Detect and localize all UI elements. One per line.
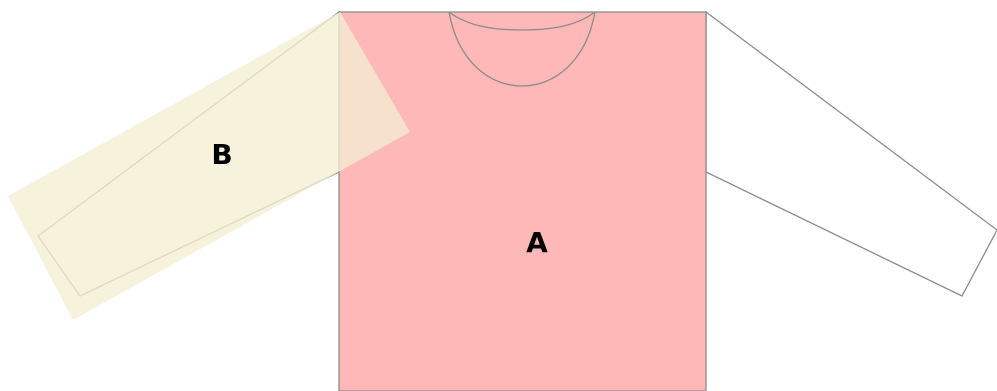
region-a-label: A xyxy=(526,226,548,259)
region-a-body-panel xyxy=(339,12,706,391)
region-b-label: B xyxy=(211,138,232,171)
right-sleeve-outline xyxy=(706,12,997,296)
